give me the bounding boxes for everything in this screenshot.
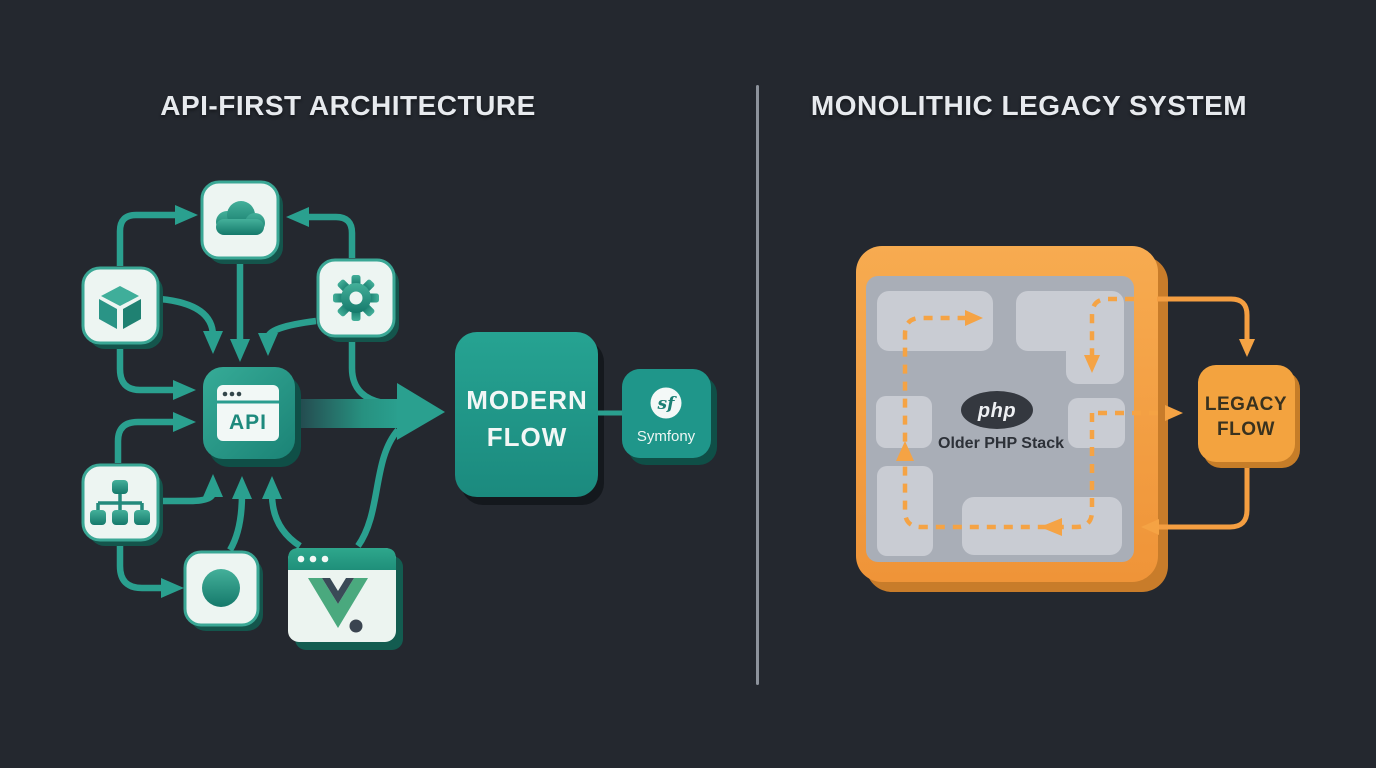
arrow-cube-to-api-top	[159, 295, 223, 354]
arrow-sitemap-to-api-left	[114, 412, 196, 463]
api-window-icon	[217, 385, 279, 441]
arrow-sitemap-to-api-bottom	[160, 474, 223, 505]
circle-icon	[202, 569, 240, 607]
line-vue-to-main-arrow	[355, 427, 401, 548]
arrow-gear-to-api-top	[258, 317, 317, 356]
modern-flow-label-line1: MODERN	[466, 385, 588, 415]
legacy-dashed-flow	[902, 296, 1183, 530]
legacy-flow-label-line2: FLOW	[1217, 419, 1275, 440]
left-panel-title: API-FIRST ARCHITECTURE	[160, 90, 536, 121]
up-arrowhead	[896, 441, 914, 461]
sitemap-icon	[90, 480, 150, 525]
circle-node	[183, 550, 263, 631]
modern-flow-label-line2: FLOW	[487, 422, 568, 452]
sitemap-node	[81, 463, 163, 546]
vue-icon	[308, 578, 368, 633]
symfony-icon: sf	[650, 387, 682, 419]
php-logo-label: php	[977, 400, 1016, 422]
right-panel-title: MONOLITHIC LEGACY SYSTEM	[810, 90, 1248, 121]
api-node: API	[203, 367, 301, 467]
modern-flow-node: MODERN FLOW	[455, 332, 604, 505]
symfony-label: Symfony	[637, 428, 696, 445]
monolith-box: php Older PHP Stack	[856, 246, 1183, 592]
arrow-gear-to-cloud	[286, 207, 356, 258]
gear-icon	[333, 275, 379, 321]
dashed-top-right	[1084, 296, 1134, 373]
main-flow-arrow	[294, 383, 445, 440]
api-first-diagram: API	[81, 180, 717, 650]
dashed-direction-heads	[896, 441, 1062, 536]
arrow-sitemap-to-circle	[116, 542, 184, 598]
cloud-node	[200, 180, 283, 264]
vue-window-dots	[297, 555, 329, 563]
panel-divider	[756, 85, 759, 685]
left-arrowhead	[1040, 518, 1062, 536]
stack-caption: Older PHP Stack	[938, 435, 1064, 452]
arrow-vue-to-api-bottom	[262, 476, 302, 549]
symfony-node: sf Symfony	[622, 369, 717, 465]
arrow-cube-to-cloud	[116, 205, 198, 266]
api-label: API	[229, 411, 267, 434]
symfony-monogram: sf	[657, 394, 678, 414]
cube-icon	[99, 286, 141, 329]
legacy-external-lines	[1141, 296, 1255, 535]
vue-node	[288, 548, 403, 650]
arrow-circle-to-api-bottom	[227, 476, 252, 552]
php-logo: php	[961, 391, 1033, 429]
legacy-flow-label-line1: LEGACY	[1205, 394, 1287, 415]
cloud-icon	[216, 201, 265, 235]
arrow-monolith-to-legacy	[1157, 296, 1255, 357]
arrow-cube-to-api-left	[116, 345, 196, 400]
legacy-flow-node: LEGACY FLOW	[1198, 365, 1300, 468]
dashed-loop	[902, 310, 1095, 530]
gear-node	[316, 258, 399, 342]
monolith-diagram: php Older PHP Stack	[856, 246, 1300, 592]
cube-node	[81, 266, 163, 349]
line-gear-to-main-arrow	[348, 338, 391, 408]
arrow-legacy-to-monolith	[1141, 462, 1250, 535]
